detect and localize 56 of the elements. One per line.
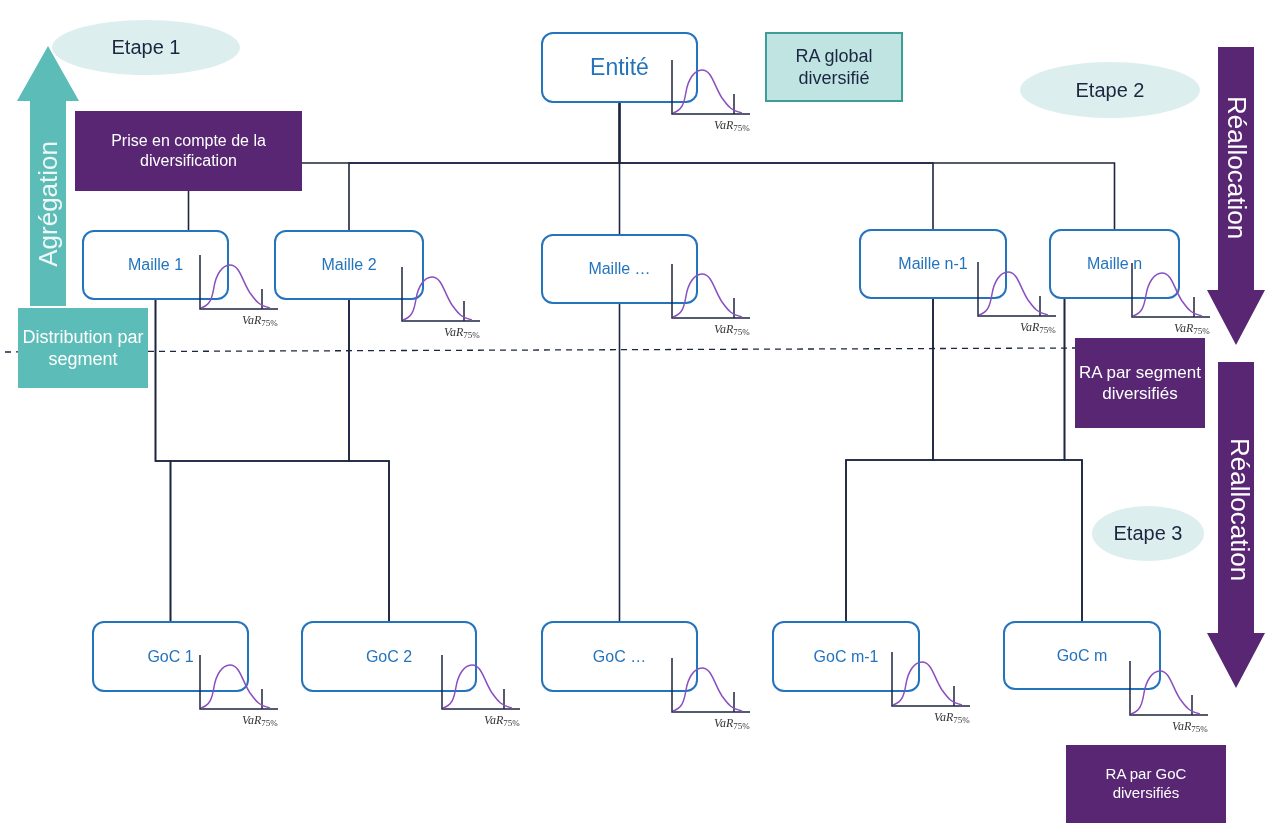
- node-text: Prise en compte de la diversification: [110, 131, 267, 171]
- connector-line: [618, 102, 1116, 230]
- process-box: [772, 621, 920, 692]
- node-text: GoC …: [592, 646, 647, 667]
- process-box: [541, 32, 698, 103]
- node-text: RA global diversifié: [794, 44, 874, 90]
- node-text: Etape 2: [1075, 77, 1145, 103]
- process-box: [541, 234, 698, 304]
- var-label: VaR$_{75%}$: [714, 321, 750, 338]
- var-label: VaR$_{75%}$: [714, 117, 750, 134]
- node-text: Maille n: [1086, 254, 1143, 274]
- label-box: [1066, 745, 1226, 823]
- node-text: Etape 1: [111, 35, 181, 60]
- process-box: [82, 230, 229, 300]
- var-label: VaR$_{75%}$: [484, 712, 520, 729]
- var-label: VaR$_{75%}$: [444, 324, 480, 341]
- node-text: GoC 2: [365, 646, 413, 667]
- node-text: Maille 2: [321, 255, 377, 275]
- block-arrow: [17, 46, 79, 306]
- result-box: [765, 32, 903, 102]
- node-text: GoC m-1: [813, 646, 879, 667]
- process-box: [1003, 621, 1161, 690]
- node-text: GoC m: [1056, 645, 1108, 666]
- edge-label: Réallocation: [1220, 96, 1253, 240]
- node-text: RA par segment diversifiés: [1079, 361, 1201, 405]
- edge-label: Agrégation: [31, 141, 64, 267]
- node-text: Maille n-1: [898, 254, 968, 274]
- process-box: [92, 621, 249, 692]
- arrow-label: Réallocation: [1223, 438, 1256, 582]
- block-arrow: [1207, 47, 1265, 345]
- label-box: [18, 308, 148, 388]
- connector-line: [348, 299, 390, 622]
- node-text: GoC 1: [147, 646, 194, 667]
- var-label: VaR$_{75%}$: [1020, 319, 1056, 336]
- var-label: VaR$_{75%}$: [934, 709, 970, 726]
- process-box: [541, 621, 698, 692]
- node-text: Maille …: [588, 259, 651, 279]
- connector-line: [618, 303, 621, 622]
- connector-line: [1063, 298, 1083, 622]
- process-box: [859, 229, 1007, 299]
- var-label: VaR$_{75%}$: [242, 312, 278, 329]
- process-box: [1049, 229, 1180, 299]
- node-text: Distribution par segment: [22, 325, 144, 371]
- var-label: VaR$_{75%}$: [714, 715, 750, 732]
- node-text: RA par GoC diversifiés: [1104, 765, 1188, 803]
- var-label: VaR$_{75%}$: [1172, 718, 1208, 735]
- node-text: Entité: [590, 53, 649, 82]
- connector-line: [187, 190, 190, 231]
- label-box: [75, 111, 302, 191]
- node-text: Maille 1: [127, 255, 184, 275]
- process-box: [301, 621, 477, 692]
- var-label: VaR$_{75%}$: [1174, 320, 1210, 337]
- process-box: [274, 230, 424, 300]
- node-text: Etape 3: [1113, 521, 1183, 546]
- var-label: VaR$_{75%}$: [242, 712, 278, 729]
- label-box: [1075, 338, 1205, 428]
